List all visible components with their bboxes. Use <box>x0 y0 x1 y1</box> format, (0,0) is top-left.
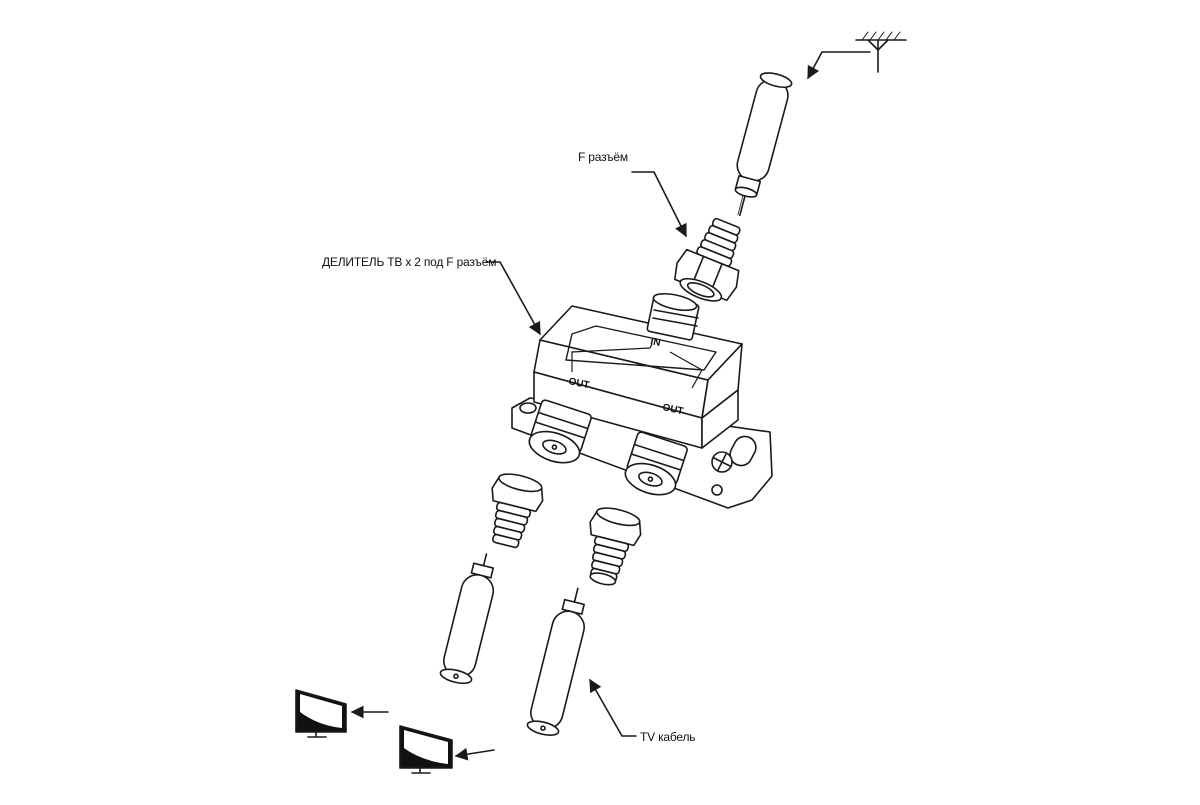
marking-out-left: OUT <box>567 376 590 391</box>
tv-icon <box>399 725 453 774</box>
f-connector-right <box>589 507 642 586</box>
antenna-icon <box>855 31 907 73</box>
input-cable <box>734 72 793 217</box>
marking-out-right: OUT <box>661 402 684 417</box>
antenna-arrow <box>807 51 871 80</box>
f-connector-top <box>674 217 741 302</box>
marking-in: IN <box>649 336 661 349</box>
f-connector-arrow <box>631 171 687 238</box>
tv-arrow-right <box>454 747 495 761</box>
in-port <box>646 292 700 341</box>
tv-cable-arrow <box>589 678 637 737</box>
f-connector-label: F разъём <box>578 150 628 164</box>
f-connector-left <box>491 473 544 549</box>
output-cable-right <box>526 587 585 736</box>
out-port-right <box>624 431 688 496</box>
splitter-label: ДЕЛИТЕЛЬ ТВ х 2 под F разъём <box>322 255 497 269</box>
out-port-left <box>528 399 592 464</box>
output-cable-left <box>439 553 495 685</box>
splitter-arrow <box>485 261 541 336</box>
tv-cable-label: TV кабель <box>640 730 696 744</box>
splitter-body <box>511 292 773 509</box>
screw-icon <box>711 451 733 473</box>
tv-icon <box>295 689 347 738</box>
